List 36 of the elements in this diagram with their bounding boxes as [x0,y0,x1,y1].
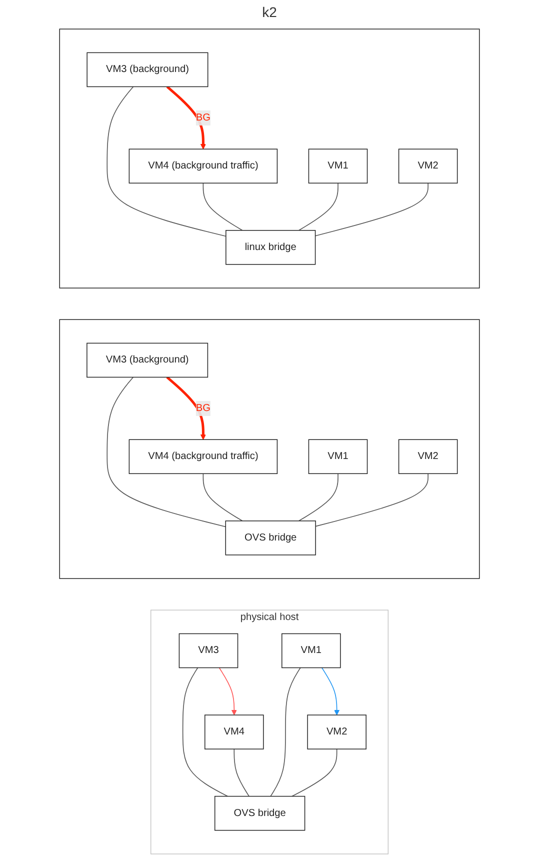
arrow [166,86,206,150]
connector [106,86,226,237]
connector [298,473,338,522]
node-box: VM3 [178,633,238,668]
connector [234,748,250,797]
node-box: OVS bridge [225,520,316,556]
node-box: VM1 [308,148,368,184]
node-box: linux bridge [226,230,316,265]
arrow [218,667,237,716]
cluster [59,319,480,579]
node-box: VM1 [308,439,368,474]
connector [106,376,226,528]
connector [270,667,301,797]
connector [315,473,428,527]
connector [292,748,338,797]
node-box: VM4 (background traffic) [128,439,278,474]
node-box: VM4 (background traffic) [128,148,278,184]
node-box: VM3 (background) [86,342,208,378]
arrow [166,376,206,440]
connector [202,473,243,522]
connector [182,667,228,797]
node-box: VM2 [307,714,366,750]
diagram-label: k2 [262,4,277,20]
edge-label: BG [196,402,210,414]
connector [202,182,243,231]
connector [314,182,428,236]
node-box: VM4 [204,714,264,750]
arrow [321,667,340,716]
node-box: VM3 (background) [86,52,208,88]
node-box: OVS bridge [214,796,306,831]
node-box: VM2 [398,148,458,184]
connector [298,182,338,231]
cluster [59,28,480,288]
node-box: VM2 [398,439,458,474]
node-box: VM1 [282,633,341,668]
edge-label: BG [196,112,210,123]
